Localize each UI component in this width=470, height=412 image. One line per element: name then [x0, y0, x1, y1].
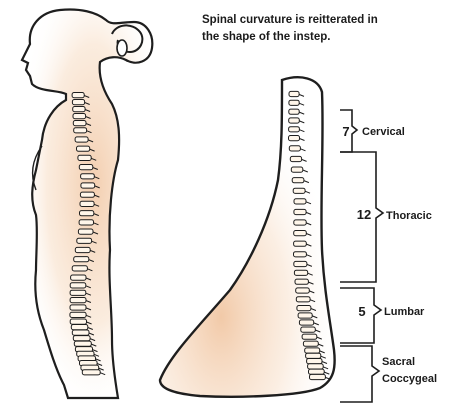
- foot-vertebra: [306, 353, 321, 358]
- foot-vertebra: [294, 241, 307, 246]
- body-vertebra: [78, 155, 91, 160]
- body-vertebra: [80, 201, 94, 206]
- foot-vertebra: [301, 327, 316, 332]
- cervical-label: Cervical: [362, 126, 405, 138]
- body-vertebra: [72, 266, 87, 271]
- lumbar-label: Lumbar: [384, 306, 425, 318]
- foot-vertebra: [289, 91, 299, 96]
- foot-vertebra: [297, 306, 311, 311]
- body-vertebra: [74, 341, 91, 346]
- body-vertebra: [73, 114, 86, 119]
- body-vertebra: [70, 319, 86, 324]
- body-vertebra: [74, 257, 89, 262]
- body-vertebra: [73, 121, 86, 126]
- body-vertebra: [78, 229, 93, 234]
- body-vertebra: [71, 275, 86, 280]
- foot-vertebra: [294, 231, 307, 236]
- body-vertebra: [75, 137, 88, 142]
- foot-vertebra: [294, 199, 306, 204]
- foot-vertebra: [289, 118, 300, 123]
- body-vertebra: [79, 220, 93, 225]
- foot-vertebra: [294, 261, 307, 266]
- thoracic-count: 12: [357, 207, 371, 222]
- foot-vertebra: [309, 369, 325, 374]
- foot-vertebra: [294, 220, 306, 225]
- body-vertebra: [81, 174, 95, 179]
- ear: [117, 40, 127, 56]
- body-vertebra: [70, 290, 86, 295]
- foot-vertebra: [305, 348, 320, 353]
- sacral-label: Sacral: [382, 356, 415, 368]
- body-vertebra: [71, 325, 88, 330]
- body-vertebra: [82, 370, 100, 375]
- foot-vertebra: [291, 167, 303, 172]
- sacral-coccygeal-bracket: [340, 346, 379, 402]
- body-vertebra: [79, 165, 93, 170]
- body-vertebra: [77, 146, 90, 151]
- foot-vertebra: [308, 364, 324, 369]
- caption-line-1: Spinal curvature is reitterated in: [202, 14, 378, 26]
- body-vertebra: [70, 305, 86, 310]
- foot-vertebra: [294, 252, 307, 257]
- body-vertebra: [70, 283, 86, 288]
- body-vertebra: [77, 238, 92, 243]
- body-vertebra: [72, 100, 84, 105]
- foot-vertebra: [296, 297, 310, 302]
- foot-vertebra: [299, 320, 313, 325]
- foot-vertebra: [296, 288, 310, 293]
- body-vertebra: [72, 330, 89, 335]
- foot-vertebra: [295, 279, 308, 284]
- body-vertebra: [80, 192, 94, 197]
- foot-vertebra: [289, 127, 300, 132]
- foot-vertebra: [293, 188, 305, 193]
- foot-vertebra: [290, 156, 301, 161]
- coccygeal-label: Coccygeal: [382, 373, 437, 385]
- foot-vertebra: [294, 209, 306, 214]
- cervical-count: 7: [342, 124, 349, 139]
- lumbar-count: 5: [358, 304, 365, 319]
- foot-vertebra: [289, 109, 299, 114]
- body-vertebra: [75, 247, 90, 252]
- foot-vertebra: [298, 313, 312, 318]
- body-vertebra: [81, 183, 95, 188]
- body-vertebra: [72, 93, 84, 98]
- thoracic-label: Thoracic: [386, 210, 432, 222]
- body-vertebra: [74, 128, 87, 133]
- body-vertebra: [80, 211, 94, 216]
- foot-vertebra: [294, 270, 307, 275]
- body-vertebra: [73, 336, 90, 341]
- foot-vertebra: [289, 146, 300, 151]
- foot-vertebra: [302, 334, 317, 339]
- segment-brackets: [340, 110, 383, 402]
- foot-vertebra: [307, 359, 322, 364]
- body-vertebra: [70, 298, 86, 303]
- foot-vertebra: [292, 178, 304, 183]
- caption-line-2: the shape of the instep.: [202, 31, 330, 43]
- body-vertebra: [73, 107, 85, 112]
- foot-vertebra: [289, 136, 300, 141]
- foot-vertebra: [310, 374, 326, 379]
- foot-vertebra: [303, 341, 318, 346]
- foot-vertebra: [289, 100, 299, 105]
- body-vertebra: [70, 312, 86, 317]
